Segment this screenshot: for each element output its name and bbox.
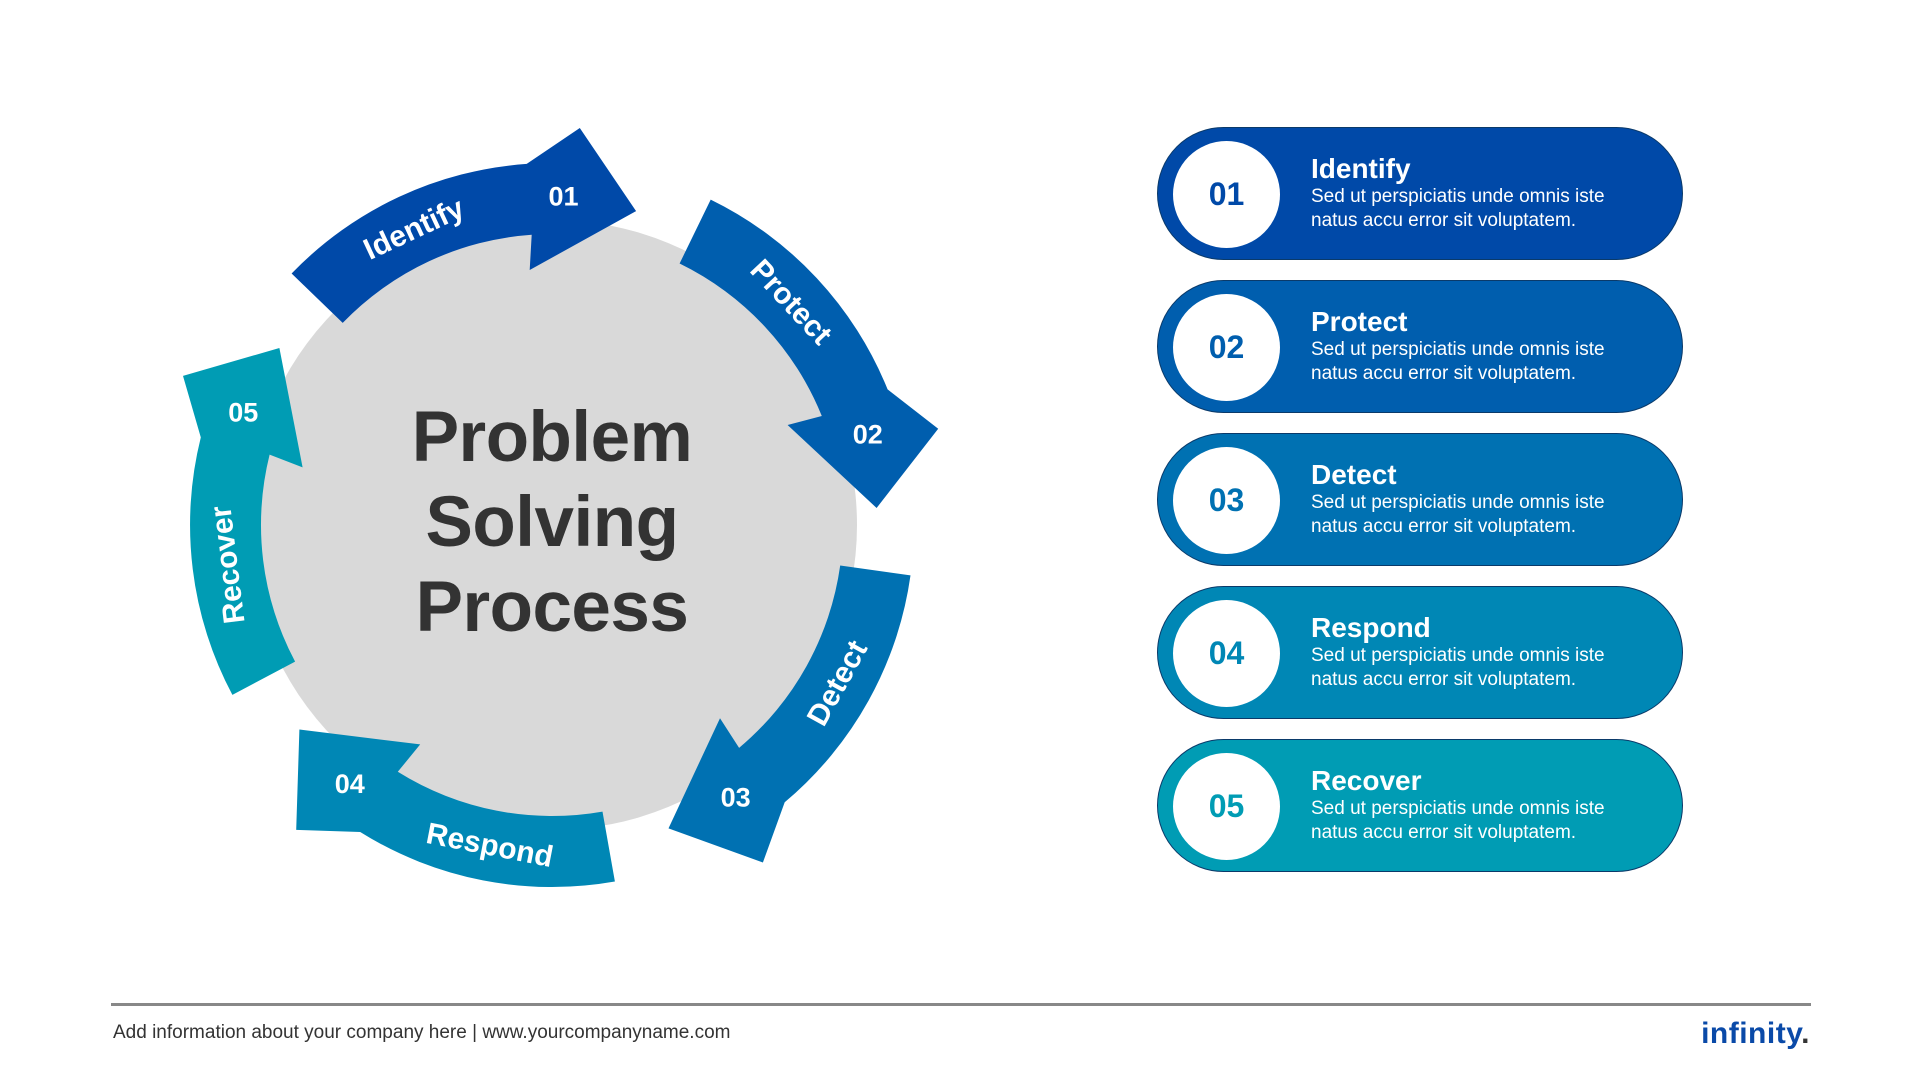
step-number-badge: 03 — [1173, 447, 1280, 554]
center-circle — [247, 220, 857, 830]
footer-divider — [111, 1003, 1811, 1006]
cycle-arrow-number: 03 — [721, 782, 751, 812]
center-title-line-1: Problem — [411, 398, 693, 477]
cycle-arrow-respond — [296, 729, 615, 888]
cycle-arrow-number: 01 — [548, 182, 578, 212]
step-card-protect: 02 Protect Sed ut perspiciatis unde omni… — [1157, 280, 1683, 413]
step-description-line-1: Sed ut perspiciatis unde omnis iste — [1311, 645, 1605, 666]
step-card-identify: 01 Identify Sed ut perspiciatis unde omn… — [1157, 127, 1683, 260]
center-title-line-3: Process — [415, 568, 689, 647]
logo-text: infinity — [1701, 1017, 1802, 1050]
cycle-arrow-number: 04 — [335, 769, 365, 799]
cycle-arrow-identify — [291, 128, 637, 323]
step-description-line-1: Sed ut perspiciatis unde omnis iste — [1311, 798, 1605, 819]
cycle-arrow-number: 02 — [853, 419, 883, 449]
step-number-badge: 05 — [1173, 753, 1280, 860]
step-description-line-1: Sed ut perspiciatis unde omnis iste — [1311, 492, 1605, 513]
step-list: 01 Identify Sed ut perspiciatis unde omn… — [1157, 127, 1683, 892]
step-description-line-2: natus accu error sit voluptatem. — [1311, 210, 1577, 231]
cycle-arrow-detect — [668, 565, 911, 863]
step-number-badge: 01 — [1173, 141, 1280, 248]
cycle-arrow-number: 05 — [228, 398, 258, 428]
step-title: Identify — [1311, 153, 1411, 184]
step-number-badge: 04 — [1173, 600, 1280, 707]
step-number-badge: 02 — [1173, 294, 1280, 401]
footer-company-info: Add information about your company here … — [113, 1022, 731, 1043]
center-title-line-2: Solving — [425, 483, 679, 562]
step-title: Respond — [1311, 612, 1431, 643]
step-description-line-2: natus accu error sit voluptatem. — [1311, 516, 1577, 537]
logo-dot: . — [1801, 1017, 1810, 1050]
company-logo: infinity. — [1701, 1017, 1810, 1051]
step-title: Recover — [1311, 765, 1422, 796]
step-description-line-1: Sed ut perspiciatis unde omnis iste — [1311, 186, 1605, 207]
center-title: Problem Solving Process — [352, 395, 752, 650]
step-card-respond: 04 Respond Sed ut perspiciatis unde omni… — [1157, 586, 1683, 719]
step-description-line-2: natus accu error sit voluptatem. — [1311, 363, 1577, 384]
step-description-line-2: natus accu error sit voluptatem. — [1311, 669, 1577, 690]
step-description-line-1: Sed ut perspiciatis unde omnis iste — [1311, 339, 1605, 360]
cycle-arrow-recover — [183, 348, 303, 695]
step-title: Protect — [1311, 306, 1408, 337]
cycle-arrow-protect — [679, 199, 939, 508]
step-card-recover: 05 Recover Sed ut perspiciatis unde omni… — [1157, 739, 1683, 872]
step-description-line-2: natus accu error sit voluptatem. — [1311, 822, 1577, 843]
step-card-detect: 03 Detect Sed ut perspiciatis unde omnis… — [1157, 433, 1683, 566]
step-title: Detect — [1311, 459, 1397, 490]
